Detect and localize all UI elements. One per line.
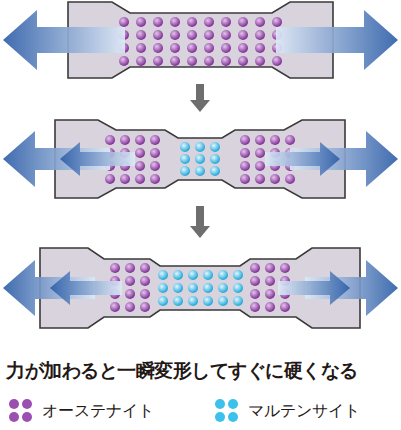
legend-swatch xyxy=(214,398,240,424)
pull-arrow xyxy=(276,10,398,70)
atom-grid xyxy=(158,270,243,306)
step-arrow xyxy=(190,206,210,238)
pull-arrow xyxy=(50,271,122,305)
legend-entry: オーステナイト xyxy=(8,398,154,424)
atom-grid xyxy=(119,17,282,66)
specimen-body xyxy=(40,248,360,328)
pull-arrow xyxy=(278,271,350,305)
pull-arrow xyxy=(60,142,135,176)
pull-arrow xyxy=(3,10,125,70)
legend-label: マルテンサイト xyxy=(248,401,360,422)
legend-swatch xyxy=(8,398,34,424)
pull-arrow xyxy=(265,142,340,176)
atom-grid xyxy=(180,142,220,176)
caption-text: 力が加わると一瞬変形してすぐに硬くなる xyxy=(6,358,401,383)
specimen-body xyxy=(55,120,345,198)
legend-entry: マルテンサイト xyxy=(214,398,360,424)
legend-label: オーステナイト xyxy=(42,401,154,422)
step-arrow xyxy=(190,84,210,112)
